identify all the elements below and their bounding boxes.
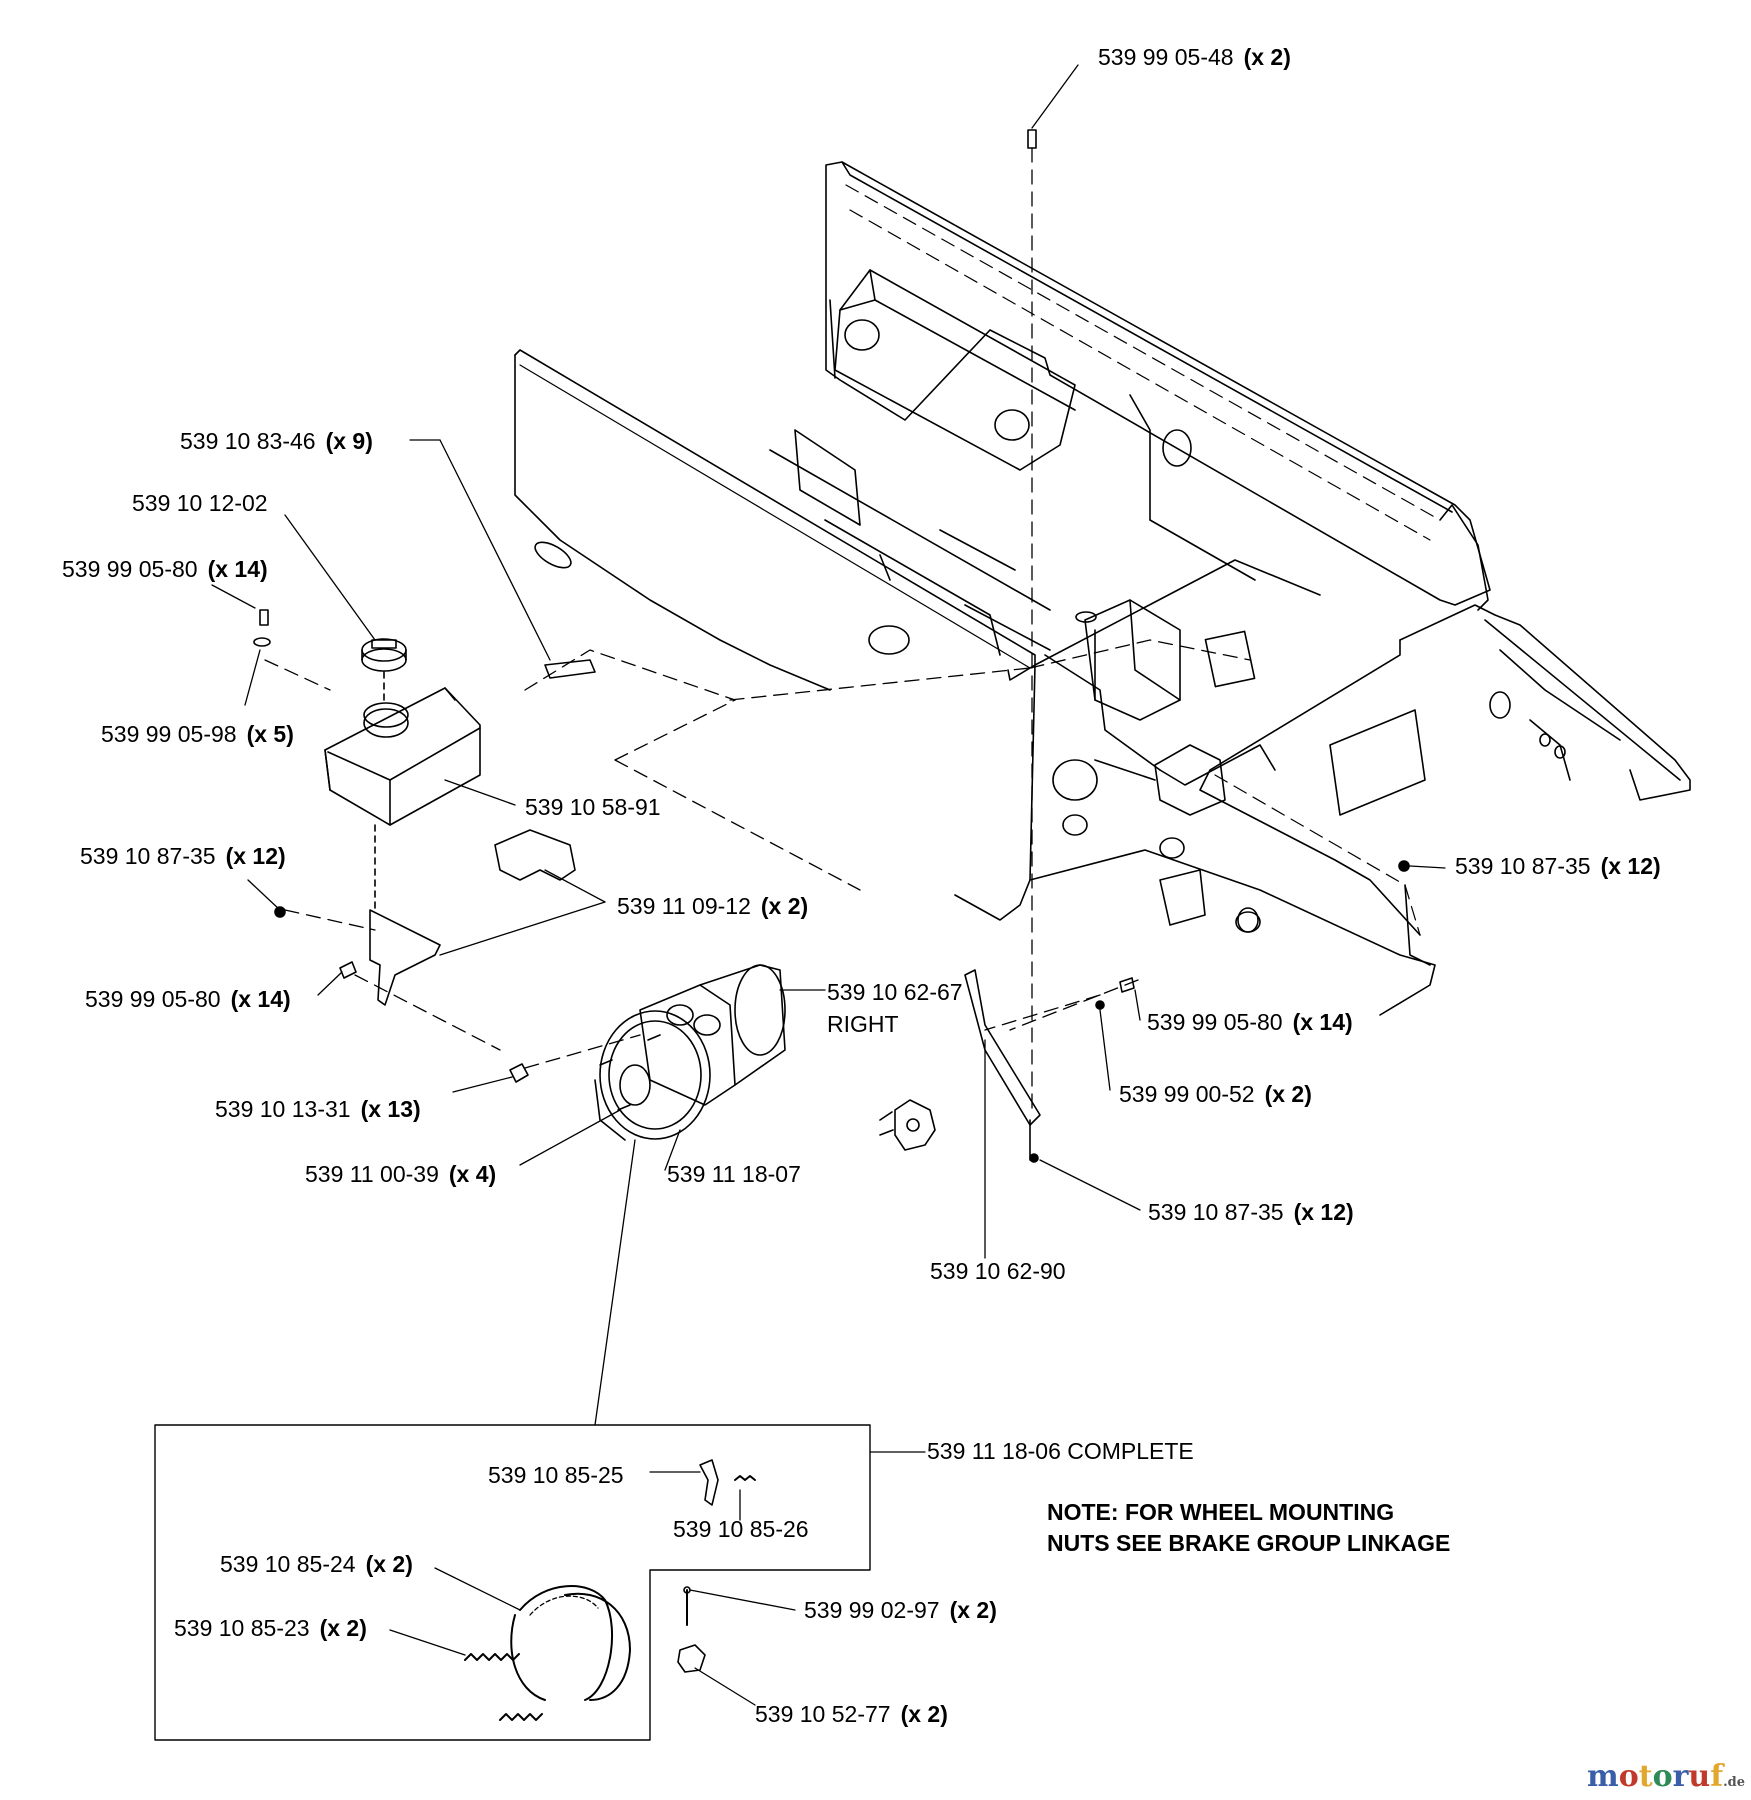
logo-letter: u	[1688, 1759, 1711, 1794]
part-label-539-10-62-90: 539 10 62-90	[930, 1260, 1066, 1283]
part-number: 539 10 13-31	[215, 1096, 351, 1122]
wheel-mounting-note: NOTE: FOR WHEEL MOUNTING NUTS SEE BRAKE …	[1047, 1497, 1450, 1559]
part-quantity: (x 4)	[448, 1161, 497, 1187]
part-quantity: (x 2)	[760, 893, 809, 919]
part-quantity: (x 12)	[1600, 853, 1661, 879]
part-label-539-10-12-02: 539 10 12-02	[132, 492, 268, 515]
part-label-539-11-18-07: 539 11 18-07	[667, 1163, 801, 1186]
part-label-539-10-85-23: 539 10 85-23 (x 2)	[174, 1617, 367, 1640]
part-number: 539 11 09-12	[617, 893, 751, 919]
part-label-539-10-87-35-c: 539 10 87-35 (x 12)	[1148, 1201, 1354, 1224]
part-label-539-10-85-25: 539 10 85-25	[488, 1464, 624, 1487]
part-number: 539 10 87-35	[1148, 1199, 1284, 1225]
part-quantity: (x 2)	[1243, 44, 1291, 70]
part-label-539-99-05-48: 539 99 05-48 (x 2)	[1098, 46, 1291, 69]
part-number: 539 10 83-46	[180, 428, 316, 454]
part-label-539-10-85-24: 539 10 85-24 (x 2)	[220, 1553, 413, 1576]
part-label-539-10-83-46: 539 10 83-46 (x 9)	[180, 430, 373, 453]
wheel-motor-assembly	[594, 964, 786, 1141]
part-quantity: (x 2)	[1264, 1081, 1312, 1107]
part-number: 539 10 62-67	[827, 979, 963, 1005]
part-label-539-99-02-97: 539 99 02-97 (x 2)	[804, 1599, 997, 1622]
logo-letter: o	[1652, 1759, 1673, 1794]
hardware-parts	[253, 129, 1410, 1163]
chassis-frame	[514, 161, 1691, 1016]
part-number: 539 11 18-06 COMPLETE	[927, 1438, 1194, 1464]
part-label-539-99-00-52: 539 99 00-52 (x 2)	[1119, 1083, 1312, 1106]
part-number: 539 99 02-97	[804, 1597, 940, 1623]
part-number: 539 10 62-90	[930, 1258, 1066, 1284]
part-quantity: (x 5)	[246, 721, 294, 747]
part-label-539-99-05-98: 539 99 05-98 (x 5)	[101, 723, 294, 746]
part-label-539-10-87-35-a: 539 10 87-35 (x 12)	[80, 845, 286, 868]
logo-letter: r	[1672, 1759, 1689, 1794]
part-label-539-10-62-67: 539 10 62-67	[827, 981, 963, 1004]
part-label-539-10-58-91: 539 10 58-91	[525, 796, 661, 819]
logo-letter: f	[1710, 1759, 1724, 1794]
part-label-539-99-05-80-a: 539 99 05-80 (x 14)	[62, 558, 268, 581]
part-label-539-10-87-35-b: 539 10 87-35 (x 12)	[1455, 855, 1661, 878]
part-number: 539 10 52-77	[755, 1701, 891, 1727]
part-number: 539 99 05-48	[1098, 44, 1234, 70]
part-label-539-11-09-12: 539 11 09-12 (x 2)	[617, 895, 808, 918]
part-label-539-10-85-26: 539 10 85-26	[673, 1518, 809, 1541]
logo-letter: t	[1638, 1759, 1653, 1794]
part-number: 539 99 05-80	[85, 986, 221, 1012]
note-line-2: NUTS SEE BRAKE GROUP LINKAGE	[1047, 1530, 1451, 1556]
part-label-539-10-52-77: 539 10 52-77 (x 2)	[755, 1703, 948, 1726]
part-quantity: (x 12)	[1293, 1199, 1354, 1225]
part-quantity: (x 14)	[1292, 1009, 1353, 1035]
logo-suffix: .de	[1723, 1775, 1745, 1790]
part-number: 539 11 18-07	[667, 1161, 801, 1187]
leader-lines	[211, 64, 1446, 1706]
part-quantity: (x 13)	[360, 1096, 421, 1122]
part-number: 539 99 05-80	[1147, 1009, 1283, 1035]
part-quantity: (x 9)	[325, 428, 373, 454]
part-number: 539 10 85-23	[174, 1615, 310, 1641]
part-quantity: (x 2)	[319, 1615, 367, 1641]
tank-assembly	[324, 638, 576, 1006]
part-label-539-11-18-06-complete: 539 11 18-06 COMPLETE	[927, 1440, 1194, 1463]
part-number: 539 10 87-35	[80, 843, 216, 869]
part-number: 539 11 00-39	[305, 1161, 439, 1187]
part-number: 539 99 05-98	[101, 721, 237, 747]
part-number: 539 10 85-26	[673, 1516, 809, 1542]
logo-letter: m	[1586, 1759, 1619, 1794]
part-number: 539 10 12-02	[132, 490, 268, 516]
assembly-guide-lines	[264, 147, 1251, 1111]
part-number: 539 99 05-80	[62, 556, 198, 582]
part-number: 539 10 85-24	[220, 1551, 356, 1577]
motoruf-logo: motoruf.de	[1587, 1759, 1745, 1794]
part-quantity: (x 2)	[900, 1701, 948, 1727]
part-label-right: RIGHT	[827, 1013, 899, 1036]
part-number: 539 10 87-35	[1455, 853, 1591, 879]
logo-letter: o	[1618, 1759, 1639, 1794]
part-quantity: (x 12)	[225, 843, 286, 869]
part-quantity: (x 14)	[230, 986, 291, 1012]
part-number: 539 10 58-91	[525, 794, 661, 820]
brake-kit-inset	[154, 1424, 871, 1741]
part-number: 539 99 00-52	[1119, 1081, 1255, 1107]
part-quantity: (x 2)	[365, 1551, 413, 1577]
part-quantity: (x 2)	[949, 1597, 997, 1623]
part-label-539-10-13-31: 539 10 13-31 (x 13)	[215, 1098, 421, 1121]
part-label-539-99-05-80-c: 539 99 05-80 (x 14)	[1147, 1011, 1353, 1034]
part-number: 539 10 85-25	[488, 1462, 624, 1488]
part-label-539-11-00-39: 539 11 00-39 (x 4)	[305, 1163, 496, 1186]
part-label-539-99-05-80-b: 539 99 05-80 (x 14)	[85, 988, 291, 1011]
note-line-1: NOTE: FOR WHEEL MOUNTING	[1047, 1499, 1395, 1525]
part-side: RIGHT	[827, 1011, 899, 1037]
part-quantity: (x 14)	[207, 556, 268, 582]
